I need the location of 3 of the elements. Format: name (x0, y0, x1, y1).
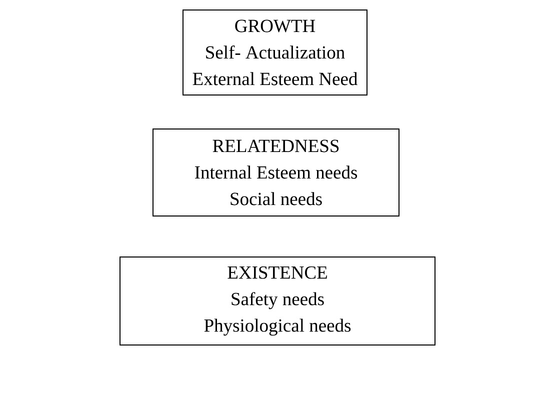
text-box: EXISTENCE Safety needs Physiological needs (120, 256, 436, 346)
text-box: RELATEDNESS Internal Esteem needs Social needs (152, 128, 400, 216)
text-box: GROWTH Self- Actualization External Esteem Need (182, 10, 368, 96)
